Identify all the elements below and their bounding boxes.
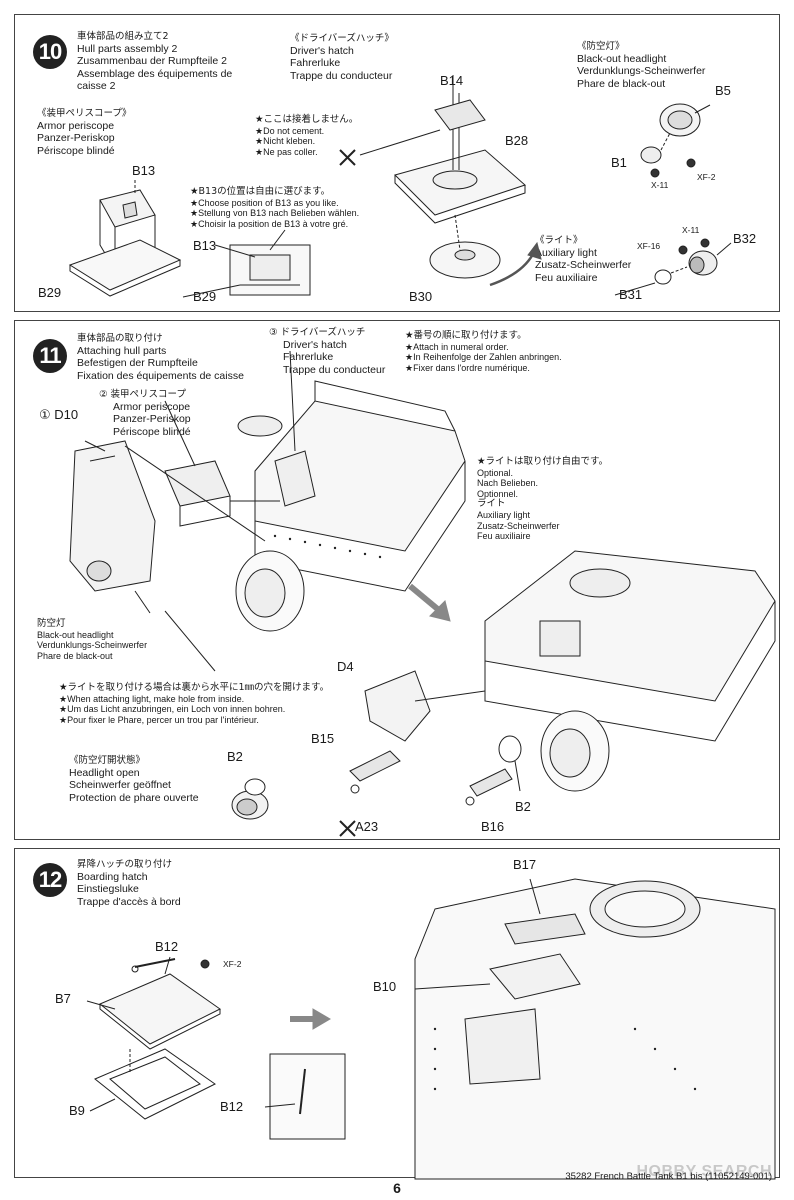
step-number: 11	[33, 339, 67, 373]
paint-code-xf2: XF-2	[697, 172, 716, 182]
part-label-b13: B13	[132, 163, 156, 178]
blackout-label: 《防空灯》 Black-out headlight Verdunklungs-S…	[577, 41, 706, 90]
part-label-b7: B7	[55, 991, 71, 1006]
part-label-a23: A23	[355, 819, 379, 834]
part-label-b15: B15	[311, 731, 335, 746]
order-note: ★番号の順に取り付けます。 ★Attach in numeral order. …	[405, 330, 562, 373]
step-11-panel: 11 車体部品の取り付け Attaching hull parts Befest…	[14, 320, 780, 840]
step-12-panel: 12 昇降ハッチの取り付け Boarding hatch Einstiegslu…	[14, 848, 780, 1178]
part-label-b2: B2	[515, 799, 531, 814]
part-label-b29: B29	[193, 289, 217, 304]
headlight-open-label: 《防空灯開状態》 Headlight open Scheinwerfer geö…	[69, 755, 199, 804]
paint-code-x11: X-11	[682, 225, 700, 235]
step-10-panel: 10 車体部品の組み立て2 Hull parts assembly 2 Zusa…	[14, 14, 780, 312]
drivers-hatch-label: 《ドライバーズハッチ》 Driver's hatch Fahrerluke Tr…	[290, 33, 394, 82]
optional-light-note: ★ライトは取り付け自由です。 Optional. Nach Belieben. …	[477, 456, 609, 542]
step-title: 昇降ハッチの取り付け Boarding hatch Einstiegsluke …	[77, 859, 181, 908]
part-label-b1: B1	[611, 155, 627, 170]
part-label-b13: B13	[193, 238, 217, 253]
part-label-b9: B9	[69, 1103, 85, 1118]
part-label-b12: B12	[220, 1099, 244, 1114]
blackout-label: 防空灯 Black-out headlight Verdunklungs-Sch…	[37, 618, 148, 661]
part-label-b5: B5	[715, 83, 731, 98]
step-number: 10	[33, 35, 67, 69]
part-label-d4: D4	[337, 659, 354, 674]
part-label-b17: B17	[513, 857, 537, 872]
part-label-b10: B10	[373, 979, 397, 994]
paint-code-xf2: XF-2	[223, 959, 242, 969]
item-3-label: ③ ドライバーズハッチ Driver's hatch Fahrerluke Tr…	[269, 327, 386, 376]
part-label-b16: B16	[481, 819, 505, 834]
product-code: 35282 French Battle Tank B1 bis (1105214…	[565, 1171, 772, 1182]
page-number: 6	[393, 1180, 401, 1196]
item-2-label: ② 装甲ペリスコープ Armor periscope Panzer-Perisk…	[99, 389, 191, 438]
step-11-drawings	[15, 321, 781, 841]
aux-light-label: 《ライト》 Auxiliary light Zusatz-Scheinwerfe…	[535, 235, 632, 284]
periscope-label: 《装甲ペリスコープ》 Armor periscope Panzer-Perisk…	[37, 108, 132, 157]
part-label-b29: B29	[38, 285, 62, 300]
paint-code-xf16: XF-16	[637, 241, 661, 251]
paint-code-x11: X-11	[651, 180, 669, 190]
watermark: HOBBY SEARCH	[636, 1163, 772, 1180]
step-title: 車体部品の取り付け Attaching hull parts Befestige…	[77, 333, 244, 382]
step-10-drawings	[15, 15, 781, 313]
no-cement-note: ★ここは接着しません。 ★Do not cement. ★Nicht klebe…	[255, 114, 359, 157]
hole-note: ★ライトを取り付ける場合は裏から水平に1㎜の穴を開けます。 ★When atta…	[59, 682, 330, 725]
step-title: 車体部品の組み立て2 Hull parts assembly 2 Zusamme…	[77, 31, 233, 92]
b13-position-note: ★B13の位置は自由に選びます。 ★Choose position of B13…	[190, 186, 360, 229]
item-1-label: ① D10	[39, 407, 79, 422]
step-12-drawings	[15, 849, 781, 1179]
part-label-b32: B32	[733, 231, 757, 246]
part-label-b30: B30	[409, 289, 433, 304]
part-label-b31: B31	[619, 287, 643, 302]
part-label-b12: B12	[155, 939, 179, 954]
step-number: 12	[33, 863, 67, 897]
part-label-b2: B2	[227, 749, 243, 764]
part-label-b28: B28	[505, 133, 529, 148]
part-label-b14: B14	[440, 73, 464, 88]
